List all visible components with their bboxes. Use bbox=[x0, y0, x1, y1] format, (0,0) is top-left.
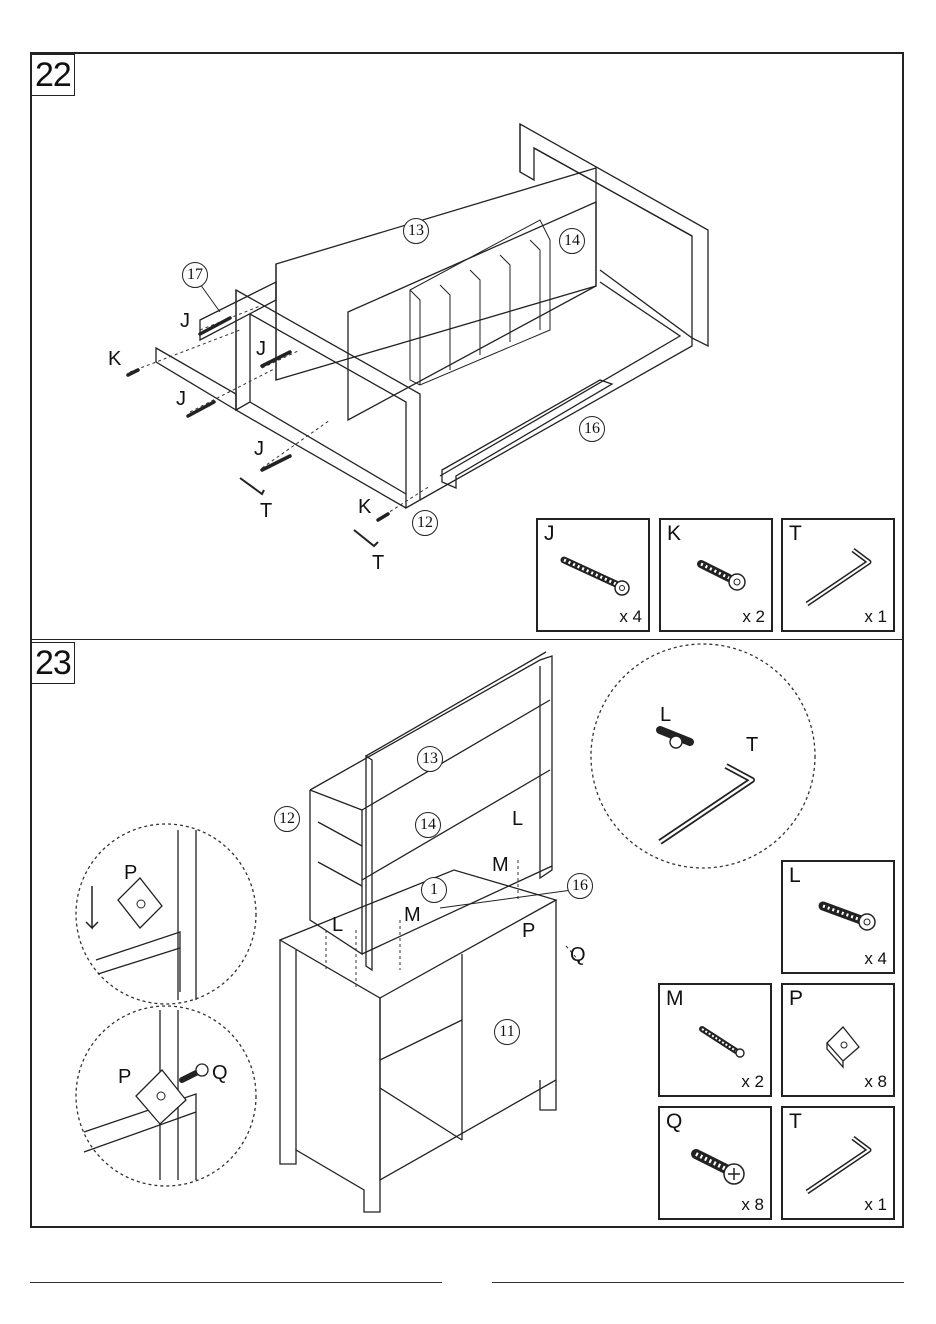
part-box-q: Q x 8 bbox=[658, 1106, 772, 1220]
callout-12: 12 bbox=[274, 806, 300, 832]
part-box-m: M x 2 bbox=[658, 983, 772, 1097]
callout-14: 14 bbox=[415, 812, 441, 838]
zoom-label-l: L bbox=[660, 704, 671, 726]
part-qty: x 2 bbox=[741, 1072, 764, 1092]
label-p: P bbox=[522, 920, 535, 942]
label-m: M bbox=[404, 904, 421, 926]
part-qty: x 8 bbox=[741, 1195, 764, 1215]
zoom-label-q: Q bbox=[212, 1062, 228, 1084]
part-box-p: P x 8 bbox=[781, 983, 895, 1097]
label-l: L bbox=[332, 914, 343, 936]
part-qty: x 1 bbox=[864, 1195, 887, 1215]
callout-13: 13 bbox=[417, 746, 443, 772]
callout-16: 16 bbox=[567, 873, 593, 899]
label-q: Q bbox=[570, 944, 586, 966]
label-l: L bbox=[512, 808, 523, 830]
callout-1: 1 bbox=[421, 877, 447, 903]
part-box-l: L x 4 bbox=[781, 860, 895, 974]
part-box-t: T x 1 bbox=[781, 1106, 895, 1220]
zoom-label-p: P bbox=[118, 1066, 131, 1088]
part-qty: x 4 bbox=[864, 949, 887, 969]
footer-rule-left bbox=[30, 1282, 442, 1283]
zoom-label-p: P bbox=[124, 862, 137, 884]
footer-rule-right bbox=[492, 1282, 904, 1283]
zoom-label-t: T bbox=[746, 734, 758, 756]
part-qty: x 8 bbox=[864, 1072, 887, 1092]
callout-11: 11 bbox=[494, 1019, 520, 1045]
label-m: M bbox=[492, 854, 509, 876]
